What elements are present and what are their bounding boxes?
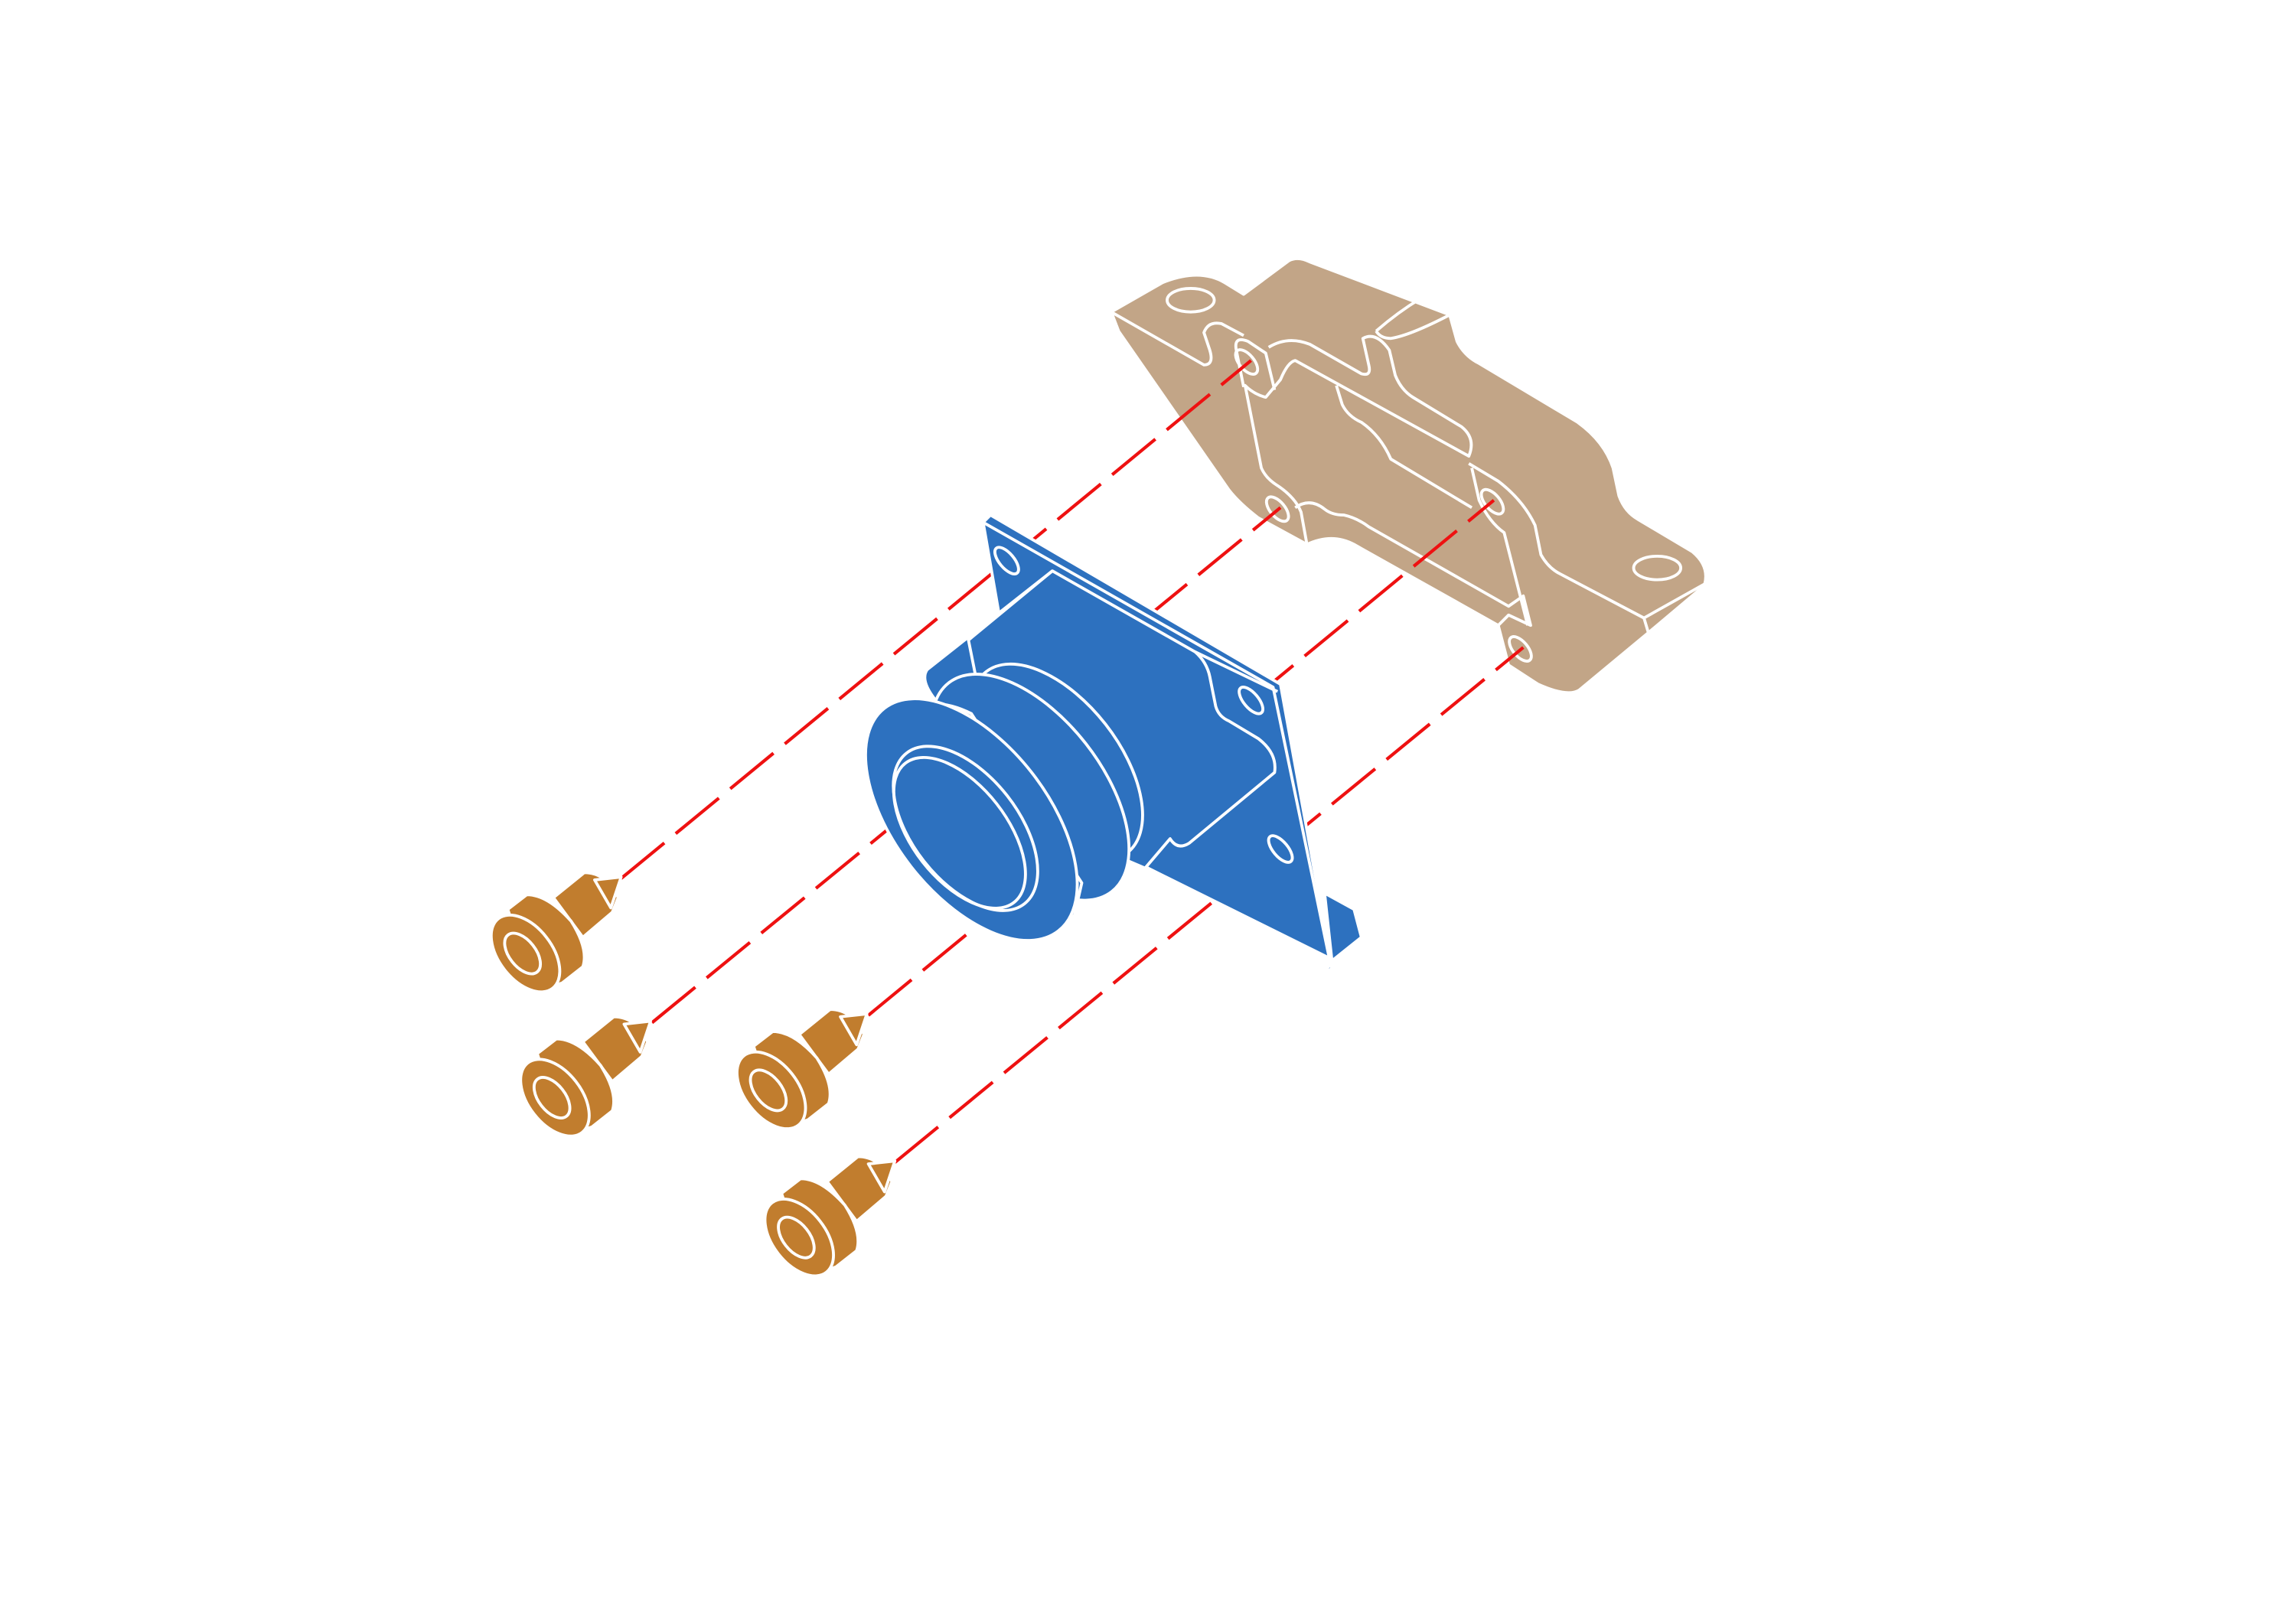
axis-line-4 [893,646,1525,1164]
axis-line-1 [620,359,1252,880]
screw-3 [735,1008,869,1131]
screws [489,871,897,1278]
flanged-housing [864,513,1363,976]
screw-4 [763,1155,897,1278]
mounting-bracket [1110,257,1707,695]
screw-2 [519,1015,652,1138]
screw-1 [489,871,623,994]
